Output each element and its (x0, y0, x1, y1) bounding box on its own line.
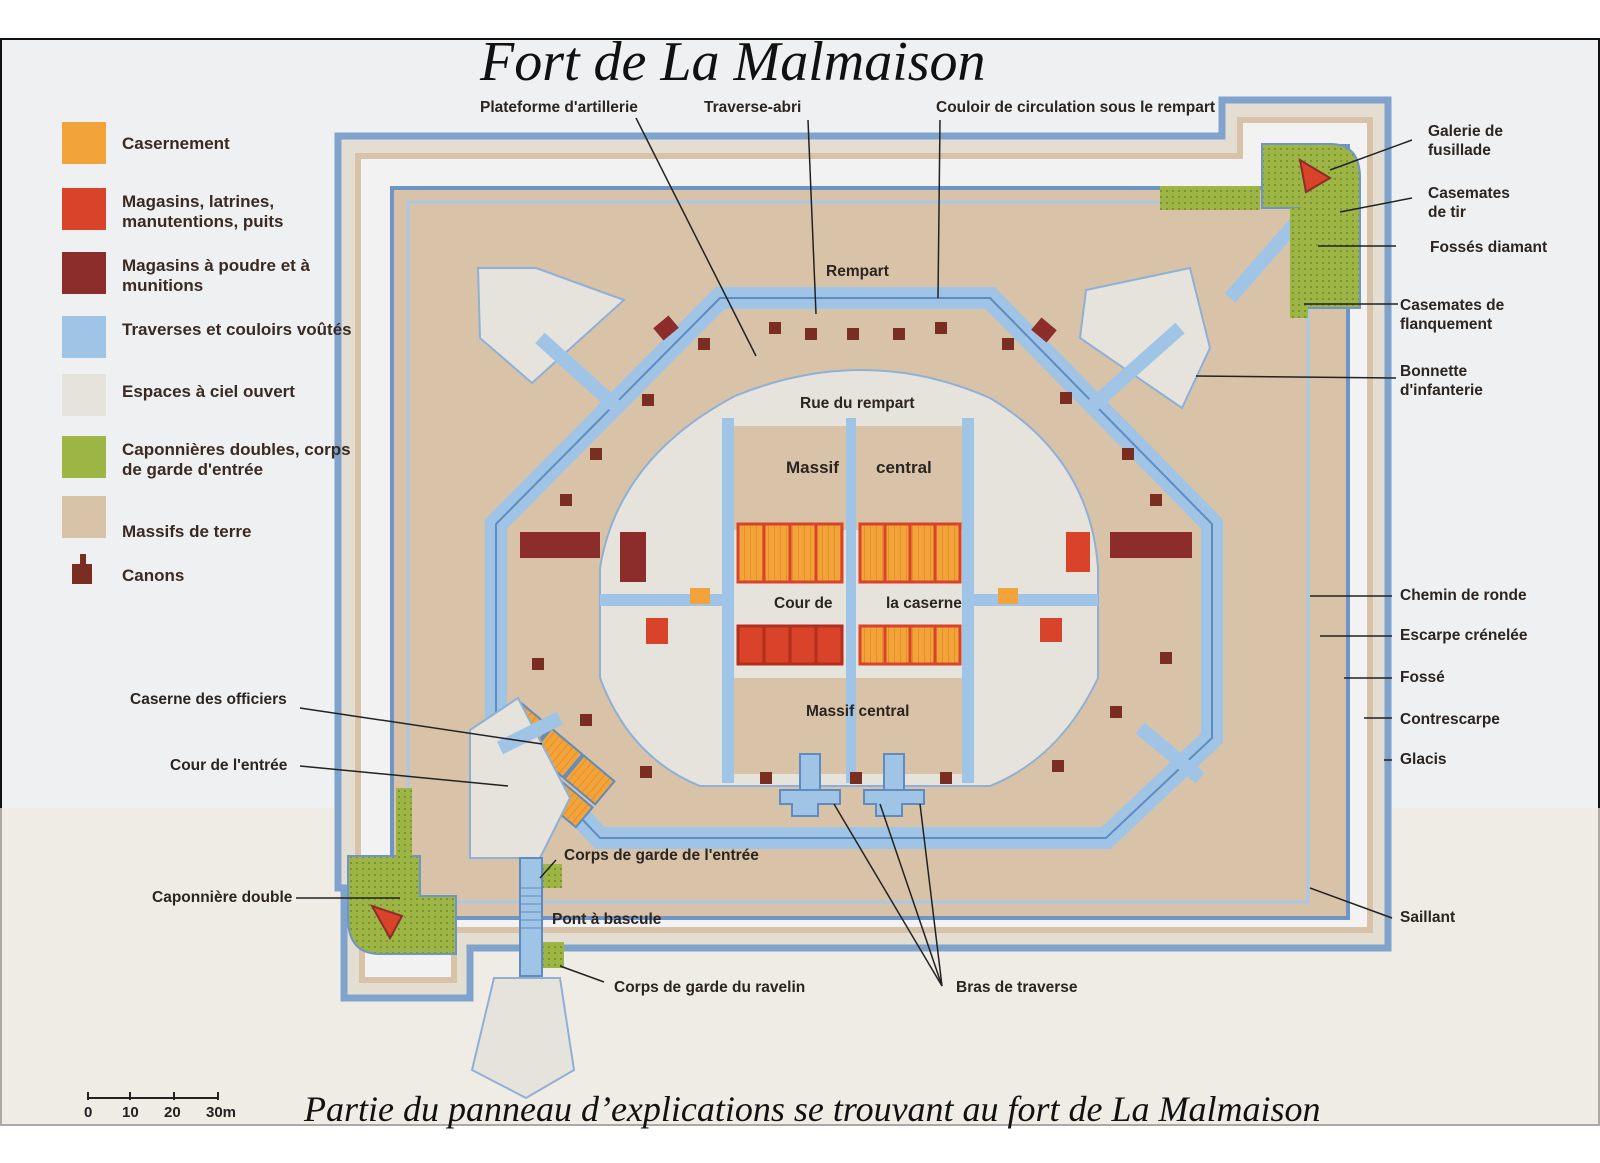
legend-label: Espaces à ciel ouvert (122, 382, 295, 401)
scale-line (87, 1092, 219, 1100)
label-bonnette: Bonnette d'infanterie (1400, 363, 1483, 399)
traverse-v-mid (846, 418, 856, 783)
scale-tick: 30m (206, 1104, 237, 1121)
swatch-ciel-ouvert (62, 374, 106, 416)
magasin-left-a (646, 618, 668, 644)
traverse-v-right (962, 418, 974, 783)
label-corps-garde-entree: Corps de garde de l'entrée (564, 847, 759, 864)
caponniere-bottom-left (347, 788, 457, 955)
poudre-top-left (653, 315, 679, 341)
label-galerie: Galerie de fusillade (1428, 123, 1503, 159)
swatch-casernement (62, 122, 106, 164)
label-massif-central-bottom: Massif central (806, 703, 910, 720)
label-cour-entree: Cour de l'entrée (170, 757, 288, 774)
label-caserne-officiers: Caserne des officiers (130, 691, 287, 708)
magasin-right-c (1066, 532, 1090, 572)
label-rempart: Rempart (826, 263, 889, 280)
label-pont-bascule: Pont à bascule (552, 911, 662, 928)
magasin-right-b (998, 588, 1018, 604)
bras-traverse (779, 753, 925, 817)
label-caponniere-double: Caponnière double (152, 889, 293, 906)
label-casemates-flanquement: Casemates de flanquement (1400, 297, 1505, 333)
bonnette-left (476, 267, 626, 385)
label-contrescarpe: Contrescarpe (1400, 711, 1500, 728)
map-title: Fort de La Malmaison (480, 31, 986, 93)
legend-label: Casernement (122, 134, 230, 153)
swatch-magasins (62, 188, 106, 230)
legend-label: Massifs de terre (122, 522, 252, 541)
chemin-de-ronde (406, 200, 1310, 904)
swatch-caponnieres (62, 436, 106, 478)
pont-bascule-bridge (519, 857, 543, 977)
label-massif-central-a: Massif (786, 458, 839, 477)
caserne-bottom-left (736, 624, 844, 666)
label-bras-traverse: Bras de traverse (956, 979, 1078, 996)
leader-lines (296, 117, 1413, 987)
traverse-v-left (722, 418, 734, 783)
poudre-left (520, 532, 600, 558)
scale-tick: 10 (122, 1104, 139, 1121)
label-traverse-abri: Traverse-abri (704, 99, 802, 116)
cannon-icon (72, 554, 92, 584)
magasin-right-a (1040, 618, 1062, 642)
caponniere-top-right (1160, 143, 1361, 318)
traverse-h-right (972, 594, 1098, 606)
legend-label: Canons (122, 566, 185, 585)
rempart-corridor-edge (495, 297, 1213, 839)
label-corps-garde-ravelin: Corps de garde du ravelin (614, 979, 806, 996)
swatch-traverses (62, 316, 106, 358)
poudre-right (1110, 532, 1192, 558)
magasin-left-b (690, 588, 710, 604)
pont-bascule-steps (520, 887, 542, 929)
label-escarpe: Escarpe crénelée (1400, 627, 1528, 644)
map-panel: Casernement Magasins, latrines, manutent… (0, 38, 1600, 1126)
corps-garde-ravelin-block (542, 942, 564, 968)
label-cour-a: Cour de (774, 595, 833, 612)
ravelin-road (470, 977, 576, 1100)
map-caption: Partie du panneau d’explications se trou… (304, 1089, 1321, 1129)
label-saillant: Saillant (1400, 909, 1456, 926)
poudre-top-right (1031, 317, 1057, 343)
radial-traverses (496, 213, 1306, 784)
caserne-top-right (858, 522, 962, 584)
scale-tick: 0 (84, 1104, 93, 1121)
legend-label: Magasins à poudre et à munitions (122, 256, 310, 295)
legend-label: Caponnières doubles, corps de garde d'en… (122, 440, 351, 479)
poudre-left-b (620, 532, 646, 582)
legend-label: Traverses et couloirs voûtés (122, 320, 352, 339)
bonnette-right (1078, 266, 1212, 410)
caserne-bottom-right (858, 624, 962, 666)
label-chemin-ronde: Chemin de ronde (1400, 587, 1527, 604)
swatch-massifs (62, 496, 106, 538)
fort-plan (0, 38, 1600, 1126)
swatch-poudre (62, 252, 106, 294)
label-casemates-tir: Casemates de tir (1428, 185, 1510, 221)
cannon-marks (532, 322, 1172, 784)
legend-label: Magasins, latrines, manutentions, puits (122, 192, 284, 231)
label-cour-b: la caserne (886, 595, 962, 612)
caserne-top-left (736, 522, 844, 584)
label-couloir: Couloir de circulation sous le rempart (936, 99, 1216, 116)
label-fosse: Fossé (1400, 669, 1445, 686)
label-fosses-diamant: Fossés diamant (1430, 239, 1548, 256)
scale-tick: 20 (164, 1104, 181, 1121)
label-massif-central-b: central (876, 458, 932, 477)
label-rue-rempart: Rue du rempart (800, 395, 915, 412)
label-glacis: Glacis (1400, 751, 1447, 768)
cour-entree (469, 696, 572, 859)
label-plateforme: Plateforme d'artillerie (480, 99, 638, 116)
